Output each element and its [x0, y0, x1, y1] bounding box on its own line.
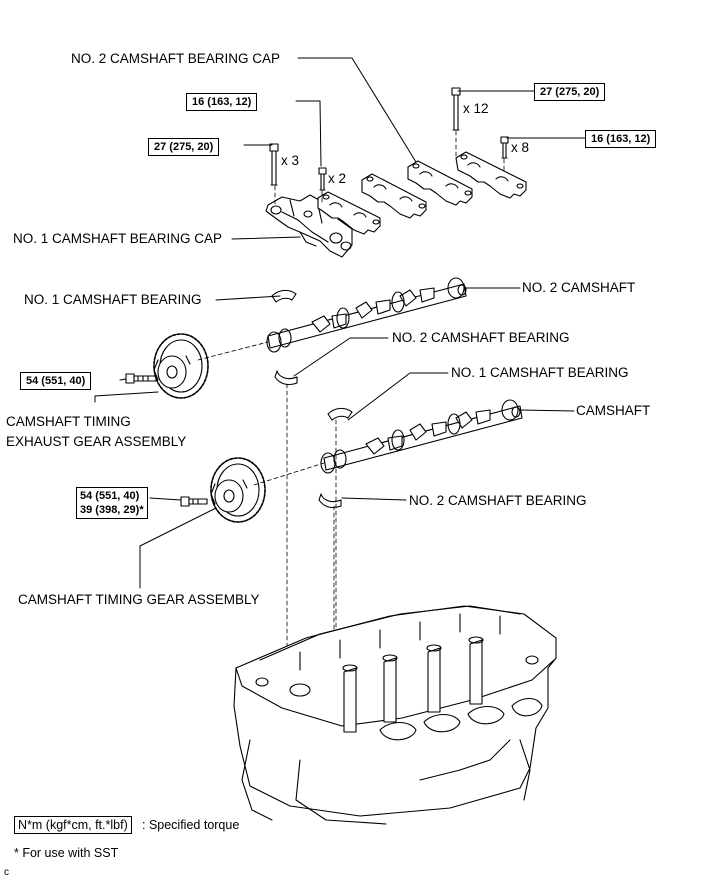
- count-x8: x 8: [511, 140, 530, 155]
- torque-box-27-right: 27 (275, 20): [534, 83, 606, 101]
- cylinder-head: [233, 605, 557, 825]
- camshaft-timing-gear: [210, 457, 266, 523]
- torque-box-intake: 54 (551, 40) 39 (398, 29)*: [76, 487, 148, 519]
- label-no2-camshaft-bearing-low: NO. 2 CAMSHAFT BEARING: [409, 493, 587, 508]
- camshaft: [320, 399, 523, 474]
- legend-unit-box: N*m (kgf*cm, ft.*lbf): [14, 816, 132, 834]
- label-no1-camshaft-bearing-top: NO. 1 CAMSHAFT BEARING: [24, 292, 202, 307]
- torque-box-27-left: 27 (275, 20): [148, 138, 220, 156]
- leader-lines: [94, 57, 586, 589]
- bolt-16-left: [318, 167, 327, 191]
- torque-intake-line1: 54 (551, 40): [80, 490, 140, 502]
- corner-mark: c: [4, 867, 9, 878]
- bolt-27-right: [451, 87, 461, 131]
- count-x2: x 2: [328, 171, 347, 186]
- count-x3: x 3: [281, 153, 300, 168]
- label-no2-camshaft-bearing-cap: NO. 2 CAMSHAFT BEARING CAP: [71, 51, 281, 66]
- legend-footnote: * For use with SST: [14, 846, 119, 860]
- label-camshaft-timing-exhaust-gear-line2: EXHAUST GEAR ASSEMBLY: [6, 434, 187, 449]
- count-x12: x 12: [463, 101, 489, 116]
- label-camshaft: CAMSHAFT: [576, 403, 651, 418]
- no2-camshaft-bearing-cap-1: [317, 191, 381, 235]
- label-no1-camshaft-bearing-mid: NO. 1 CAMSHAFT BEARING: [451, 365, 629, 380]
- no2-camshaft-bearing-cap-2: [361, 173, 427, 219]
- no2-camshaft-bearing-low: [318, 493, 342, 509]
- no2-camshaft: [266, 277, 467, 353]
- bolt-27-left: [269, 143, 279, 186]
- label-no2-camshaft-bearing-mid: NO. 2 CAMSHAFT BEARING: [392, 330, 570, 345]
- label-no2-camshaft: NO. 2 CAMSHAFT: [522, 280, 636, 295]
- torque-box-16-right: 16 (163, 12): [585, 130, 657, 148]
- torque-intake-line2: 39 (398, 29)*: [80, 504, 144, 516]
- alignment-lines: [197, 130, 505, 691]
- torque-box-16-left: 16 (163, 12): [186, 93, 258, 111]
- no1-camshaft-bearing-mid: [327, 407, 353, 421]
- bolt-16-right: [500, 136, 509, 159]
- no1-camshaft-bearing-top: [271, 289, 297, 303]
- camshaft-timing-exhaust-gear: [153, 333, 209, 399]
- legend-unit-text: : Specified torque: [142, 818, 240, 832]
- bolt-intake-gear: [180, 496, 208, 507]
- no2-camshaft-bearing-cap-4: [455, 151, 527, 199]
- label-camshaft-timing-gear-assembly: CAMSHAFT TIMING GEAR ASSEMBLY: [18, 592, 260, 607]
- no2-camshaft-bearing-cap-3: [407, 160, 473, 206]
- label-no1-camshaft-bearing-cap: NO. 1 CAMSHAFT BEARING CAP: [13, 231, 223, 246]
- bolt-exhaust-gear: [125, 373, 157, 384]
- no2-camshaft-bearing-mid: [274, 370, 298, 386]
- label-camshaft-timing-exhaust-gear-line1: CAMSHAFT TIMING: [6, 414, 131, 429]
- torque-box-54-exhaust: 54 (551, 40): [20, 372, 92, 390]
